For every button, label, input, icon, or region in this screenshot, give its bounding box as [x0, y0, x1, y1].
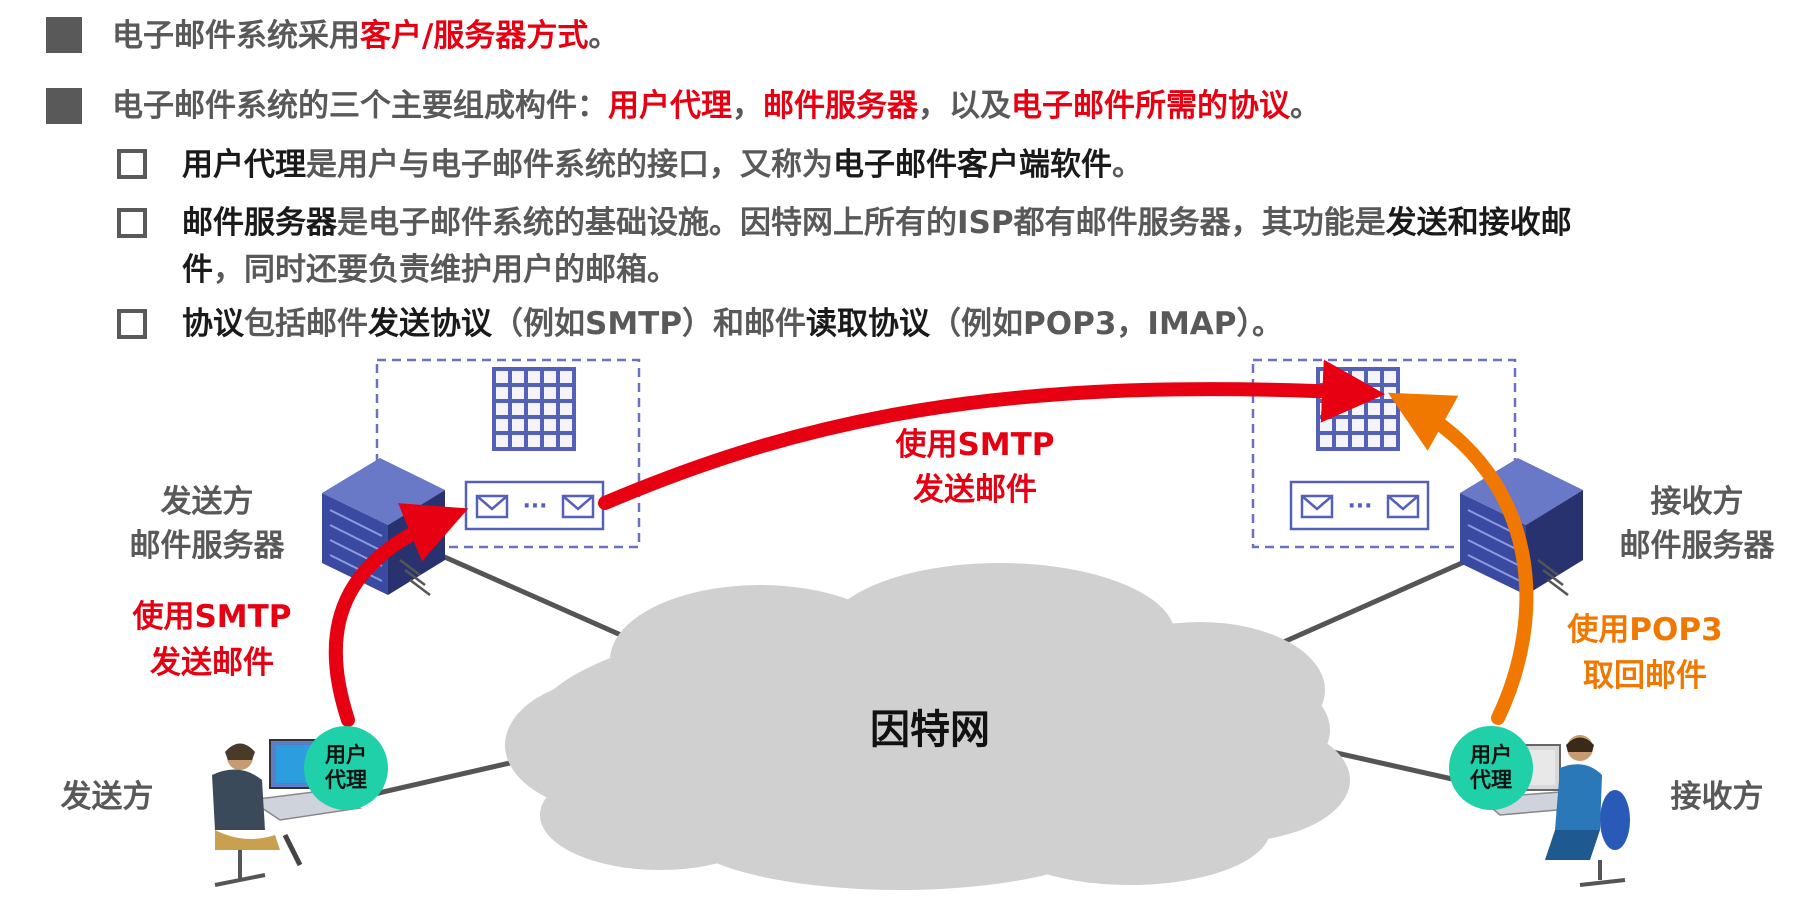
sub-bullet-box-2: [117, 208, 147, 238]
envelope-icon: [561, 494, 595, 519]
bullet-square-2: [46, 88, 82, 124]
receiver-user-agent: 用户 代理: [1449, 726, 1533, 810]
sub-bullet-box-3: [117, 309, 147, 339]
bullet-line-1: 电子邮件系统采用客户/服务器方式。: [112, 18, 620, 54]
user-agent-label-2: 代理: [324, 768, 367, 792]
receiver-mailbox-grid-icon: [1316, 367, 1400, 451]
sub-bullet-line-2b: 件，同时还要负责维护用户的邮箱。: [182, 252, 678, 288]
sub-bullet-line-3: 协议包括邮件发送协议（例如SMTP）和邮件读取协议（例如POP3，IMAP）。: [182, 306, 1284, 342]
sender-mailbox-grid-icon: [492, 367, 576, 451]
smtp-arrow-server-to-server: [598, 359, 1386, 510]
sender-server-label-2: 邮件服务器: [130, 528, 286, 564]
internet-label: 因特网: [870, 707, 990, 753]
queue-ellipsis: ···: [1347, 494, 1372, 519]
sender-user-agent: 用户 代理: [304, 726, 388, 810]
sub-bullet-line-2: 邮件服务器是电子邮件系统的基础设施。因特网上所有的ISP都有邮件服务器，其功能是…: [182, 205, 1572, 241]
sub-bullet-line-1: 用户代理是用户与电子邮件系统的接口，又称为电子邮件客户端软件。: [182, 147, 1143, 183]
sender-mailbox-group: ···: [375, 358, 641, 549]
envelope-icon: [1300, 494, 1334, 519]
email-system-diagram: 因特网 ···: [60, 358, 1776, 890]
receiver-server-label-2: 邮件服务器: [1620, 528, 1776, 564]
receiver-server-label-1: 接收方: [1651, 484, 1744, 520]
pop3-label-1: 使用POP3: [1566, 612, 1722, 648]
envelope-icon: [1386, 494, 1420, 519]
sender-mail-queue: ···: [464, 480, 605, 531]
internet-cloud: [505, 563, 1350, 890]
receiver-mail-queue: ···: [1289, 480, 1430, 531]
receiver-label: 接收方: [1671, 779, 1764, 815]
pop3-arrow: [1387, 392, 1534, 725]
smtp-arrow-agent-to-server: [328, 503, 469, 727]
queue-ellipsis: ···: [522, 494, 547, 519]
smtp-top-label-2: 发送邮件: [912, 472, 1037, 508]
smtp-left-label-1: 使用SMTP: [131, 599, 291, 635]
smtp-left-label-2: 发送邮件: [149, 645, 274, 681]
sender-server-label-1: 发送方: [160, 484, 254, 520]
user-agent-label-2: 代理: [1469, 768, 1512, 792]
sub-bullet-box-1: [117, 149, 147, 179]
user-agent-label-1: 用户: [1470, 743, 1512, 767]
sender-label: 发送方: [60, 779, 154, 815]
pop3-label-2: 取回邮件: [1583, 658, 1707, 694]
bullet-line-2: 电子邮件系统的三个主要组成构件：用户代理，邮件服务器，以及电子邮件所需的协议。: [112, 88, 1321, 124]
envelope-icon: [475, 494, 509, 519]
bullet-square-1: [46, 17, 82, 53]
user-agent-label-1: 用户: [325, 743, 367, 767]
smtp-top-label-1: 使用SMTP: [894, 427, 1054, 463]
